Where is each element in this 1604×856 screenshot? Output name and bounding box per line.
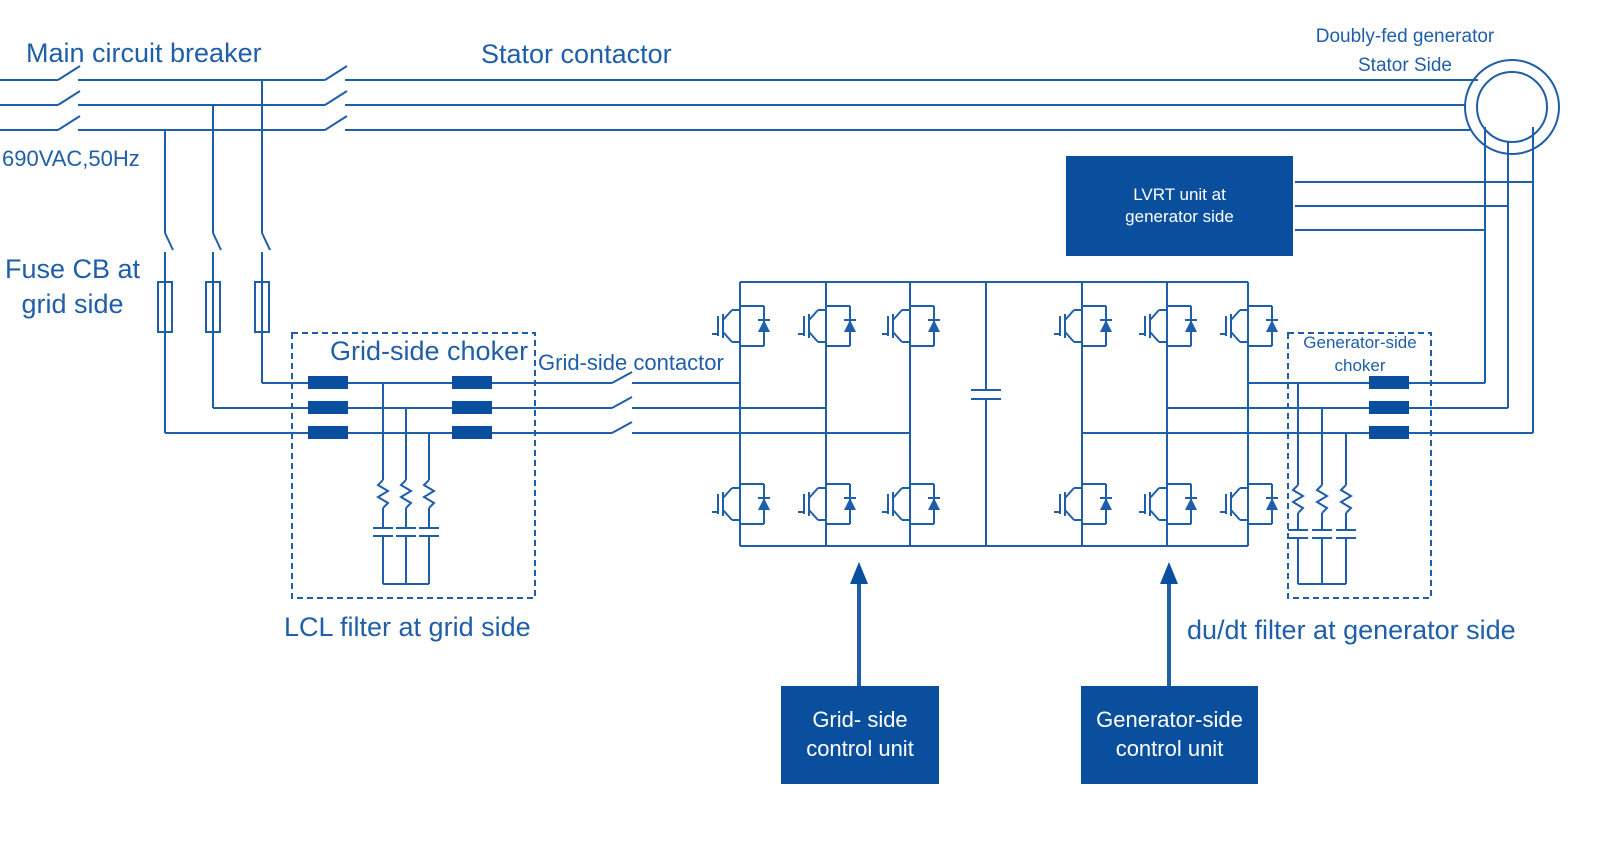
generator-side-control-unit-line2: control unit — [1115, 736, 1224, 761]
generator-ac-lines — [1082, 382, 1533, 434]
doubly-fed-generator-label: Doubly-fed generator Stator Side — [1300, 27, 1510, 75]
doubly-fed-generator-label-line1: Doubly-fed generator — [1315, 26, 1495, 47]
fuse-cb-label-line1: Fuse CB at — [4, 254, 141, 284]
fuse-cb-label: Fuse CB at grid side — [0, 256, 145, 318]
lvrt-unit-line1: LVRT unit at — [1133, 184, 1226, 204]
dudt-filter-label: du/dt filter at generator side — [1187, 615, 1516, 645]
igbt-switches — [712, 300, 1278, 530]
lcl-filter-label: LCL filter at grid side — [284, 612, 531, 642]
generator-side-choker-inductors — [1369, 376, 1409, 439]
igbt-switch-6 — [1220, 300, 1278, 352]
supply-voltage-label: 690VAC,50Hz — [2, 146, 140, 171]
grid-side-choker-inductors — [308, 376, 492, 439]
grid-side-control-unit-block: Grid- side control unit — [781, 686, 939, 784]
generator-side-choker-label-line2: choker — [1334, 356, 1386, 375]
fuse-branch — [157, 80, 271, 433]
filter-lines — [165, 371, 910, 434]
rotor-lines — [1295, 127, 1534, 433]
igbt-switch-4 — [1054, 300, 1112, 352]
igbt-switch-12 — [1220, 478, 1278, 530]
grid-side-choker-label: Grid-side choker — [330, 336, 529, 366]
control-arrows — [857, 580, 1171, 686]
grid-side-control-unit-line1: Grid- side — [812, 707, 908, 733]
stator-contactor-label: Stator contactor — [481, 39, 672, 69]
dudt-filter-box — [1287, 332, 1432, 599]
igbt-switch-1 — [712, 300, 770, 352]
igbt-switch-3 — [882, 300, 940, 352]
igbt-switch-11 — [1139, 478, 1197, 530]
grid-bus-lines — [0, 65, 1478, 131]
fuse-cb-label-line2: grid side — [21, 289, 124, 319]
generator-side-choker-label-line1: Generator-side — [1303, 333, 1417, 352]
lcl-filter-box — [291, 332, 536, 599]
generator-side-choker-label: Generator-side choker — [1291, 334, 1429, 374]
igbt-switch-10 — [1054, 478, 1112, 530]
lvrt-unit-block: LVRT unit at generator side — [1066, 156, 1293, 256]
doubly-fed-generator — [1464, 59, 1560, 155]
doubly-fed-generator-label-line2: Stator Side — [1358, 55, 1452, 76]
grid-side-control-unit-line2: control unit — [806, 736, 914, 761]
converter-frame — [739, 281, 1249, 547]
igbt-switch-7 — [712, 478, 770, 530]
igbt-switch-9 — [882, 478, 940, 530]
grid-side-contactor-label: Grid-side contactor — [538, 350, 724, 375]
arrow-heads — [850, 562, 1178, 584]
dudt-rc-branches — [1288, 383, 1356, 585]
generator-side-control-unit-line1: Generator-side — [1096, 707, 1243, 733]
igbt-switch-5 — [1139, 300, 1197, 352]
igbt-switch-8 — [798, 478, 856, 530]
lcl-rc-branches — [373, 383, 439, 585]
igbt-switch-2 — [798, 300, 856, 352]
main-circuit-breaker-label: Main circuit breaker — [26, 38, 262, 68]
generator-side-control-unit-block: Generator-side control unit — [1081, 686, 1258, 784]
lvrt-unit-line2: generator side — [1125, 207, 1234, 226]
